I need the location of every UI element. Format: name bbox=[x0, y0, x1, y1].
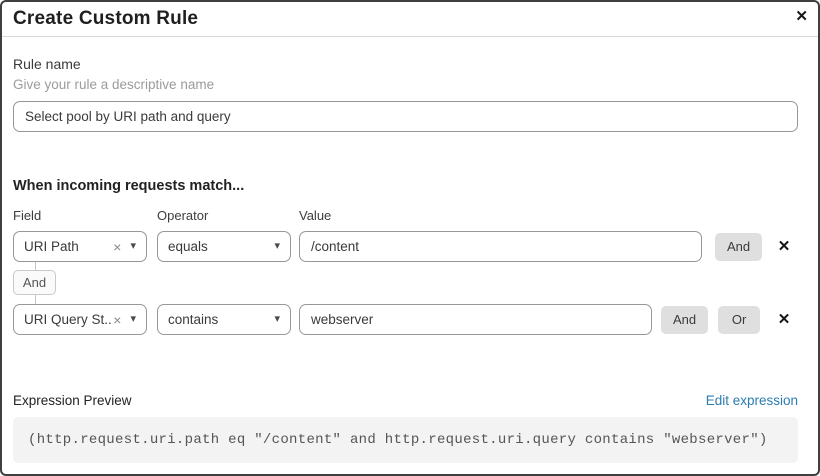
field-select-1[interactable]: URI Path × ▾ bbox=[13, 231, 147, 262]
remove-condition-icon[interactable]: ✕ bbox=[775, 239, 793, 254]
operator-select-2[interactable]: contains ▾ bbox=[157, 304, 291, 335]
chevron-down-icon: ▾ bbox=[274, 313, 280, 325]
value-input-2[interactable] bbox=[299, 304, 652, 335]
expression-code: (http.request.uri.path eq "/content" and… bbox=[28, 432, 768, 448]
edit-expression-link[interactable]: Edit expression bbox=[705, 393, 798, 408]
field-select-2[interactable]: URI Query St... × ▾ bbox=[13, 304, 147, 335]
match-heading: When incoming requests match... bbox=[13, 178, 245, 194]
rule-name-label: Rule name bbox=[13, 56, 81, 72]
clear-field-icon[interactable]: × bbox=[113, 238, 122, 255]
connector-line bbox=[35, 295, 36, 304]
expression-preview-header: Expression Preview Edit expression bbox=[13, 393, 798, 408]
operator-column-label: Operator bbox=[157, 208, 209, 223]
connector-and-badge: And bbox=[13, 270, 56, 295]
expression-preview-label: Expression Preview bbox=[13, 393, 132, 408]
dialog-body: Rule name Give your rule a descriptive n… bbox=[2, 56, 818, 463]
remove-condition-icon[interactable]: ✕ bbox=[775, 312, 793, 327]
operator-select-2-value: contains bbox=[168, 312, 219, 327]
expression-preview-box: (http.request.uri.path eq "/content" and… bbox=[13, 417, 798, 463]
condition-column-labels: Field Operator Value bbox=[13, 208, 798, 223]
and-button-row-1[interactable]: And bbox=[715, 232, 763, 261]
field-select-1-value: URI Path bbox=[24, 239, 79, 254]
connector-line bbox=[35, 262, 36, 270]
condition-row-1: URI Path × ▾ equals ▾ And ✕ bbox=[13, 231, 798, 262]
chevron-down-icon: ▾ bbox=[130, 313, 136, 325]
field-select-2-value: URI Query St... bbox=[24, 312, 114, 327]
or-button-row-2[interactable]: Or bbox=[718, 305, 761, 334]
operator-select-1[interactable]: equals ▾ bbox=[157, 231, 291, 262]
close-icon[interactable]: ✕ bbox=[795, 8, 808, 25]
value-input-1[interactable] bbox=[299, 231, 702, 262]
operator-select-1-value: equals bbox=[168, 239, 208, 254]
value-column-label: Value bbox=[299, 208, 332, 223]
field-column-label: Field bbox=[13, 208, 42, 223]
rule-name-input[interactable] bbox=[13, 101, 798, 132]
condition-connector: And bbox=[13, 262, 798, 304]
chevron-down-icon: ▾ bbox=[130, 240, 136, 252]
clear-field-icon[interactable]: × bbox=[113, 311, 122, 328]
dialog-title: Create Custom Rule bbox=[13, 8, 199, 29]
chevron-down-icon: ▾ bbox=[274, 240, 280, 252]
condition-row-2: URI Query St... × ▾ contains ▾ And Or ✕ bbox=[13, 304, 798, 335]
rule-name-helper: Give your rule a descriptive name bbox=[13, 77, 215, 92]
and-button-row-2[interactable]: And bbox=[661, 305, 709, 334]
dialog-header: Create Custom Rule bbox=[2, 2, 818, 37]
